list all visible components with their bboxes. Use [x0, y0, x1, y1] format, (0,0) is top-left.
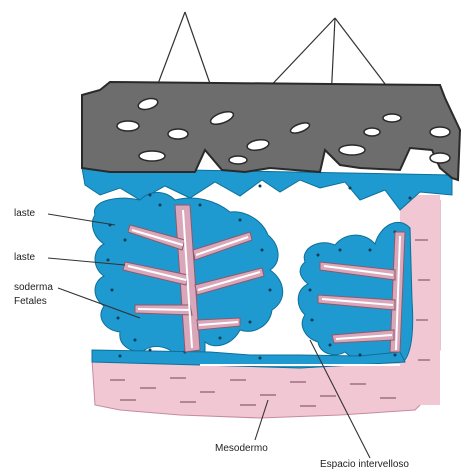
- decidua-basalis: [82, 82, 460, 180]
- label-fetal-mesoderm-line2: Fetales: [14, 296, 47, 308]
- label-syncytiotrophoblast: laste: [14, 208, 35, 220]
- label-intervillous-space: Espacio intervelloso: [320, 459, 409, 471]
- label-mesoderm: Mesodermo: [215, 443, 268, 455]
- label-cytotrophoblast: laste: [14, 252, 35, 264]
- label-fetal-mesoderm-line1: soderma: [14, 282, 53, 294]
